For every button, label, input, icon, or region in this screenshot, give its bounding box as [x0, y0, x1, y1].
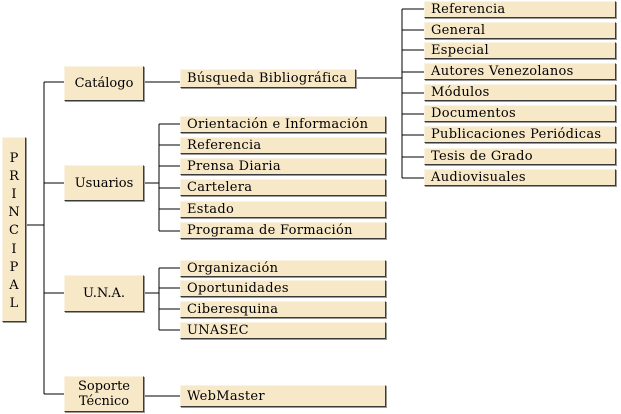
soporte-item-webmaster[interactable]: WebMaster	[180, 385, 386, 407]
catalogo-subitem-tesis-de-grado[interactable]: Tesis de Grado	[424, 148, 616, 165]
una-node[interactable]: U.N.A.	[64, 275, 144, 312]
catalogo-subitem-referencia[interactable]: Referencia	[424, 1, 616, 18]
soporte-label-line1: Soporte	[77, 379, 130, 394]
una-item-unasec[interactable]: UNASEC	[180, 322, 386, 339]
catalogo-node[interactable]: Catálogo	[64, 66, 144, 101]
catalogo-subitem-autores-venezolanos[interactable]: Autores Venezolanos	[424, 63, 616, 80]
principal-root-node[interactable]: P R I N C I P A L	[2, 137, 26, 322]
una-item-organizacion[interactable]: Organización	[180, 260, 386, 277]
catalogo-subitem-especial[interactable]: Especial	[424, 42, 616, 59]
principal-letter: L	[9, 295, 19, 311]
catalogo-subitem-audiovisuales[interactable]: Audiovisuales	[424, 169, 616, 186]
una-item-ciberesquina[interactable]: Ciberesquina	[180, 301, 386, 318]
usuarios-item-prensa-diaria[interactable]: Prensa Diaria	[180, 158, 386, 175]
catalogo-subitem-general[interactable]: General	[424, 22, 616, 39]
catalogo-subitem-documentos[interactable]: Documentos	[424, 105, 616, 122]
una-item-oportunidades[interactable]: Oportunidades	[180, 280, 386, 297]
principal-letter: I	[11, 187, 17, 203]
principal-letter: I	[11, 241, 17, 257]
busqueda-bibliografica-node[interactable]: Búsqueda Bibliográfica	[180, 69, 356, 88]
principal-letter: P	[9, 151, 19, 167]
catalogo-subitem-modulos[interactable]: Módulos	[424, 84, 616, 101]
principal-letter: P	[9, 259, 19, 275]
principal-letter: C	[9, 223, 19, 239]
principal-letter: A	[9, 277, 19, 293]
soporte-label-line2: Técnico	[78, 394, 130, 409]
usuarios-item-programa-de-formacion[interactable]: Programa de Formación	[180, 222, 386, 239]
usuarios-item-estado[interactable]: Estado	[180, 201, 386, 218]
usuarios-item-orientacion[interactable]: Orientación e Información	[180, 116, 386, 133]
soporte-tecnico-node[interactable]: Soporte Técnico	[64, 376, 144, 412]
usuarios-item-referencia[interactable]: Referencia	[180, 137, 386, 154]
principal-letter: R	[9, 169, 19, 185]
principal-letter: N	[8, 205, 20, 221]
usuarios-node[interactable]: Usuarios	[64, 165, 144, 201]
catalogo-subitem-publicaciones-periodicas[interactable]: Publicaciones Periódicas	[424, 126, 616, 143]
usuarios-item-cartelera[interactable]: Cartelera	[180, 179, 386, 196]
